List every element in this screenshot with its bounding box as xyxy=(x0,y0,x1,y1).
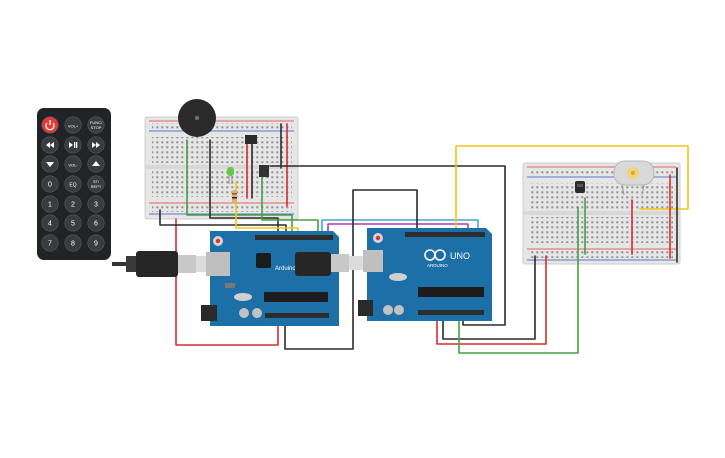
remote-button-grid: VOL+ FUNC/STOP VOL- 0 EQ ST/REPT 1 2 3 4 5 6 7 8 9 xyxy=(41,116,105,252)
remote-button-label: 4 xyxy=(48,220,52,227)
arduino-logo-icon xyxy=(424,249,446,261)
wires xyxy=(159,123,689,354)
play-pause-button[interactable] xyxy=(64,136,82,154)
remote-button-label: VOL- xyxy=(68,162,78,167)
rewind-button[interactable] xyxy=(41,136,59,154)
remote-button-label: ST/ xyxy=(93,179,100,184)
temperature-sensor[interactable] xyxy=(575,181,585,193)
remote-button-2[interactable]: 2 xyxy=(64,195,82,213)
remote-button-st-rept[interactable]: ST/REPT xyxy=(87,175,105,193)
usb-cable-right[interactable] xyxy=(295,252,365,276)
board-right-model: UNO xyxy=(450,251,470,261)
remote-button-eq[interactable]: EQ xyxy=(64,175,82,193)
remote-button-label: 1 xyxy=(48,201,52,208)
board-left-brand: Arduino xyxy=(275,266,296,272)
remote-button-4[interactable]: 4 xyxy=(41,214,59,232)
remote-button-func-stop[interactable]: FUNC/STOP xyxy=(87,116,105,134)
power-icon xyxy=(45,120,55,131)
breadboard-right[interactable] xyxy=(522,162,681,265)
remote-button-label: 7 xyxy=(48,240,52,247)
remote-button-label: 6 xyxy=(94,220,98,227)
down-icon xyxy=(46,162,54,167)
board-right-brand: ARDUINO xyxy=(427,263,448,268)
remote-button-label: 8 xyxy=(71,240,75,247)
wire-green-buzzer xyxy=(186,139,293,239)
rewind-icon xyxy=(46,142,54,148)
arduino-board-left[interactable]: Arduino xyxy=(201,231,339,326)
wire-green-sensor xyxy=(458,206,579,354)
arduino-board-right[interactable]: UNO ARDUINO xyxy=(358,228,492,321)
ir-remote[interactable]: VOL+ FUNC/STOP VOL- 0 EQ ST/REPT 1 2 3 4 5 6 7 8 9 xyxy=(37,108,111,260)
wire-yellow-motor xyxy=(455,145,689,237)
down-button[interactable] xyxy=(41,155,59,173)
remote-button-9[interactable]: 9 xyxy=(87,234,105,252)
remote-button-vol-[interactable]: VOL+ xyxy=(64,116,82,134)
green-led[interactable] xyxy=(227,167,234,184)
remote-button-label: REPT xyxy=(91,184,102,189)
dc-motor[interactable] xyxy=(613,160,655,196)
resistor[interactable] xyxy=(232,190,237,204)
remote-button-label: 2 xyxy=(71,201,75,208)
remote-button-label: 5 xyxy=(71,220,75,227)
breadboard-left[interactable] xyxy=(144,116,299,220)
usb-cable[interactable] xyxy=(112,251,212,277)
remote-button-label: 3 xyxy=(94,201,98,208)
remote-button-vol-[interactable]: VOL- xyxy=(64,155,82,173)
wire-red-right-power xyxy=(436,255,547,345)
wire-black-ir-to-right xyxy=(269,165,506,326)
remote-button-0[interactable]: 0 xyxy=(41,175,59,193)
fast-forward-button[interactable] xyxy=(87,136,105,154)
fast-forward-icon xyxy=(92,142,100,148)
up-button[interactable] xyxy=(87,155,105,173)
remote-button-1[interactable]: 1 xyxy=(41,195,59,213)
wire-green-ir xyxy=(261,177,319,239)
remote-button-6[interactable]: 6 xyxy=(87,214,105,232)
up-icon xyxy=(92,161,100,166)
play-pause-icon xyxy=(69,142,78,148)
remote-button-5[interactable]: 5 xyxy=(64,214,82,232)
power-button[interactable] xyxy=(41,116,59,134)
piezo-buzzer[interactable] xyxy=(178,99,216,137)
wire-black-right-gnd xyxy=(442,255,536,340)
remote-button-label: STOP xyxy=(91,125,102,130)
remote-button-8[interactable]: 8 xyxy=(64,234,82,252)
remote-button-label: 9 xyxy=(94,240,98,247)
ir-receiver[interactable] xyxy=(245,135,269,177)
remote-button-3[interactable]: 3 xyxy=(87,195,105,213)
wire-red-left-gnd xyxy=(175,218,279,346)
remote-button-label: VOL+ xyxy=(68,123,79,128)
remote-button-label: EQ xyxy=(69,182,76,188)
remote-button-7[interactable]: 7 xyxy=(41,234,59,252)
remote-button-label: FUNC/ xyxy=(90,120,103,125)
remote-button-label: 0 xyxy=(48,181,52,188)
